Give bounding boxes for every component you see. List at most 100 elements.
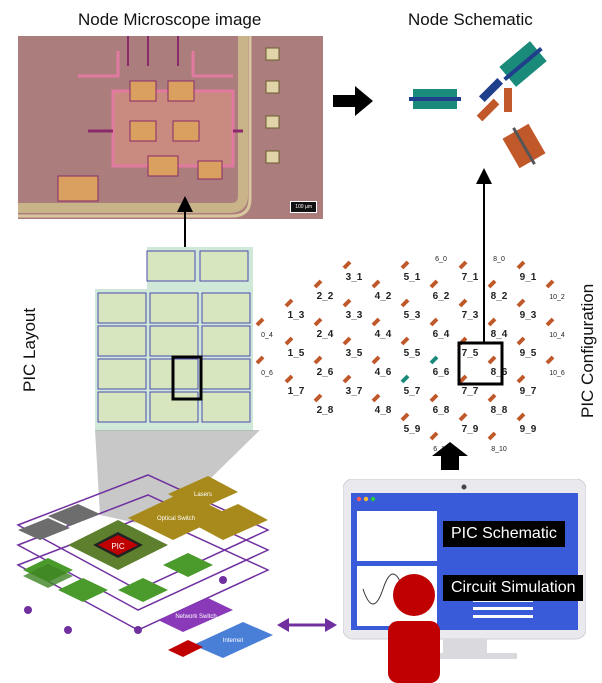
config-edge	[545, 279, 555, 289]
network-switch-label: Network Switch	[175, 614, 216, 620]
lasers-label: Lasers	[194, 492, 212, 498]
layout-cell	[97, 325, 147, 357]
config-node-label: 3_1	[346, 272, 363, 283]
config-edge	[313, 393, 323, 403]
config-edge	[400, 374, 410, 384]
layout-cell	[201, 391, 251, 423]
hardware-system-illustration: PIC Optical Switch Lasers Network Switch…	[16, 474, 273, 658]
config-node-label: 9_9	[520, 424, 537, 435]
projection-cone	[95, 430, 260, 528]
monitor-to-config-arrow	[432, 442, 468, 470]
config-node-label: 1_5	[288, 348, 305, 359]
config-node-label: 10_2	[549, 294, 565, 301]
config-node-label: 4_2	[375, 291, 392, 302]
config-edge	[545, 355, 555, 365]
circuit-simulation-banner: Circuit Simulation	[443, 575, 584, 601]
layout-cell	[97, 292, 147, 324]
config-node-label: 1_7	[288, 386, 305, 397]
internet-label: Internet	[223, 638, 244, 644]
config-node-label: 8_6	[491, 367, 508, 378]
config-node-label: 10_4	[549, 332, 565, 339]
config-edge	[313, 317, 323, 327]
config-node-label: 9_5	[520, 348, 537, 359]
config-node-label: 6_6	[433, 367, 450, 378]
config-edge	[400, 298, 410, 308]
optical-switch-label: Optical Switch	[157, 516, 195, 522]
config-node-label: 5_9	[404, 424, 421, 435]
layout-cell	[199, 250, 249, 282]
pic-layout-label: PIC Layout	[20, 307, 39, 392]
config-edge	[429, 393, 439, 403]
config-node-label: 3_3	[346, 310, 363, 321]
config-node-label: 7_3	[462, 310, 479, 321]
config-node-label: 6_0	[435, 256, 447, 263]
config-node-label: 7_9	[462, 424, 479, 435]
config-edge	[429, 317, 439, 327]
config-edge	[371, 393, 381, 403]
monitor	[342, 478, 587, 662]
config-node-label: 8_2	[491, 291, 508, 302]
config-edge	[255, 317, 265, 327]
config-node-label: 7_5	[462, 348, 479, 359]
config-edge	[255, 355, 265, 365]
config-node-label: 5_7	[404, 386, 421, 397]
config-edge	[516, 412, 526, 422]
layout-cell	[97, 358, 147, 390]
microscope-heading: Node Microscope image	[78, 10, 262, 29]
config-node-label: 3_5	[346, 348, 363, 359]
config-node-label: 8_10	[491, 446, 507, 453]
layout-cell	[201, 292, 251, 324]
center-chip-label: PIC	[111, 542, 125, 551]
config-edge	[487, 393, 497, 403]
config-node-label: 1_3	[288, 310, 305, 321]
config-edge	[516, 260, 526, 270]
config-edge	[342, 374, 352, 384]
config-edge	[487, 431, 497, 441]
bidirectional-arrow	[277, 618, 337, 632]
config-edge	[429, 279, 439, 289]
layout-cell	[146, 250, 196, 282]
user-avatar	[388, 574, 440, 683]
config-node-label: 2_8	[317, 405, 334, 416]
config-edge	[487, 279, 497, 289]
config-to-schematic-arrow	[476, 168, 492, 343]
config-edge	[429, 431, 439, 441]
schematic-heading: Node Schematic	[408, 10, 533, 29]
config-edge	[371, 355, 381, 365]
config-edge	[284, 374, 294, 384]
config-edge	[487, 355, 497, 365]
config-edge	[284, 298, 294, 308]
config-node-label: 8_4	[491, 329, 508, 340]
config-node-label: 9_3	[520, 310, 537, 321]
right-arrow	[333, 86, 373, 116]
config-edge	[342, 260, 352, 270]
config-edge	[400, 336, 410, 346]
config-node-label: 6_4	[433, 329, 450, 340]
layout-cell	[97, 391, 147, 423]
config-edge	[458, 298, 468, 308]
pic-layout-grid	[95, 247, 253, 431]
config-edge	[516, 336, 526, 346]
config-node-label: 2_4	[317, 329, 334, 340]
config-node-label: 0_4	[261, 332, 273, 339]
config-node-label: 6_8	[433, 405, 450, 416]
config-node-label: 4_4	[375, 329, 392, 340]
config-edge	[429, 355, 439, 365]
config-node-label: 4_6	[375, 367, 392, 378]
config-node-label: 2_2	[317, 291, 334, 302]
scale-bar: 100 µm	[290, 201, 317, 213]
config-edge	[545, 317, 555, 327]
config-edge	[313, 355, 323, 365]
config-node-label: 9_1	[520, 272, 537, 283]
config-node-label: 6_2	[433, 291, 450, 302]
config-node-label: 8_0	[493, 256, 505, 263]
node-schematic	[409, 41, 547, 169]
config-edge	[342, 298, 352, 308]
layout-cell	[149, 292, 199, 324]
config-edge	[400, 412, 410, 422]
layout-cell	[201, 358, 251, 390]
config-node-label: 5_1	[404, 272, 421, 283]
config-edge	[487, 317, 497, 327]
config-edge	[458, 374, 468, 384]
